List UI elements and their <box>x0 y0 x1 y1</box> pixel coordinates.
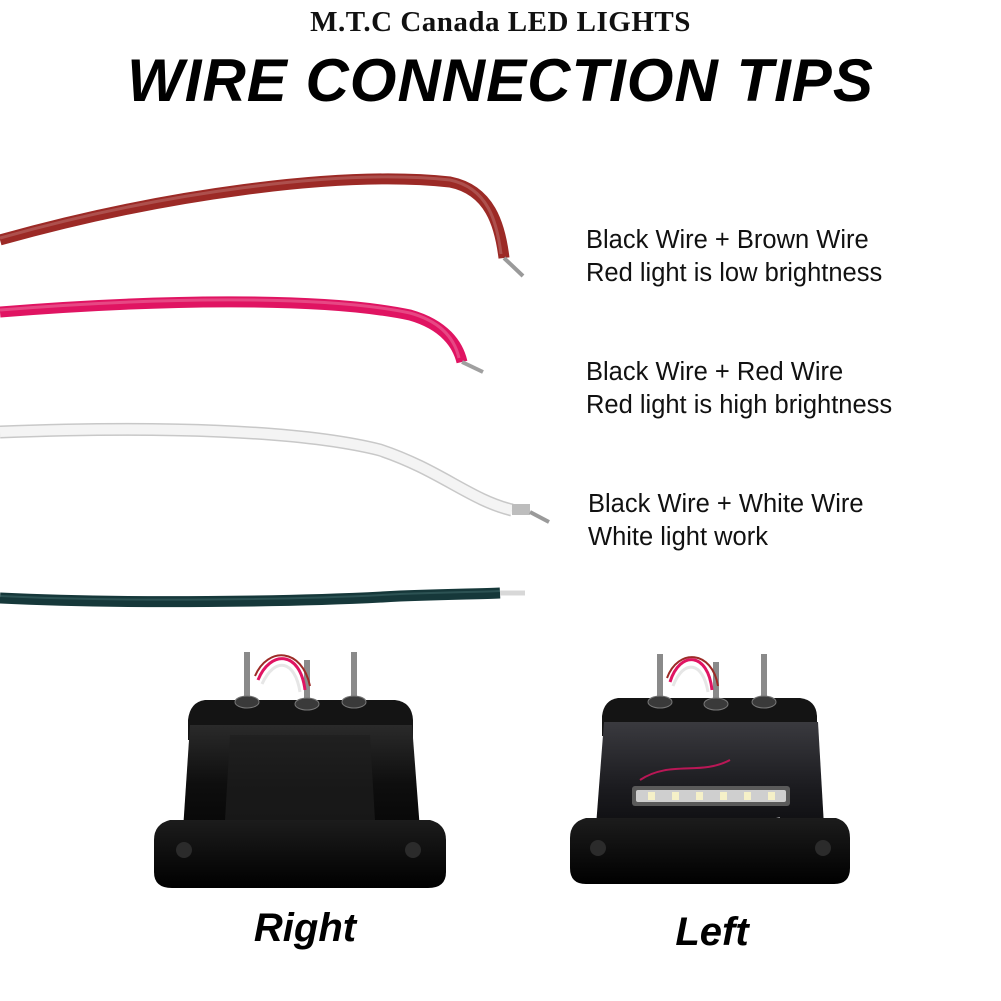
left-light <box>570 654 850 884</box>
red-wire <box>0 296 484 374</box>
tip-red: Black Wire + Red Wire Red light is high … <box>586 356 892 422</box>
tip-white-wires: Black Wire + White Wire <box>588 490 864 518</box>
tip-white-result: White light work <box>588 523 768 551</box>
page-title: WIRE CONNECTION TIPS <box>127 47 874 114</box>
caption-right: Right <box>253 906 357 950</box>
tip-brown-result: Red light is low brightness <box>586 259 883 287</box>
brand-title: M.T.C Canada LED LIGHTS <box>310 6 691 38</box>
tip-red-wires: Black Wire + Red Wire <box>586 358 844 386</box>
black-wire <box>0 587 525 608</box>
tip-brown: Black Wire + Brown Wire Red light is low… <box>586 224 882 290</box>
right-light <box>154 652 446 888</box>
tip-brown-wires: Black Wire + Brown Wire <box>586 226 869 254</box>
tip-white: Black Wire + White Wire White light work <box>588 488 864 554</box>
white-wire <box>0 422 550 524</box>
tip-red-result: Red light is high brightness <box>586 391 893 419</box>
caption-left: Left <box>675 910 749 954</box>
brown-wire <box>0 173 525 278</box>
